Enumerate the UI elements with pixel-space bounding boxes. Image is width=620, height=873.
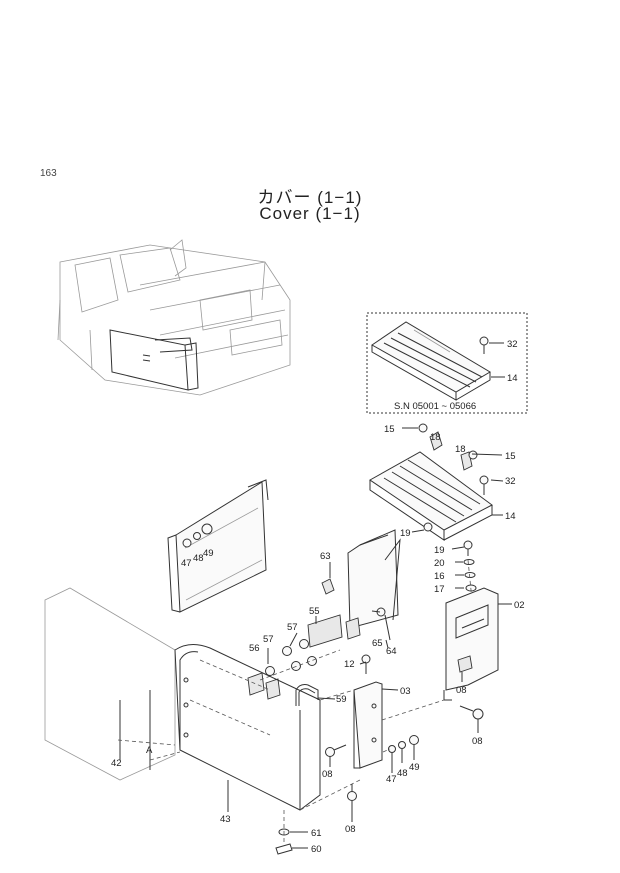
support-panel-03 <box>299 681 445 811</box>
callout-label: A <box>146 745 153 756</box>
callout-label: 57 <box>287 622 298 633</box>
callout-label: 63 <box>320 551 331 562</box>
inset-serial-label: S.N 05001 ~ 05066 <box>394 401 476 412</box>
callout-label: 08 <box>456 685 467 696</box>
callout-label: 08 <box>472 736 483 747</box>
callout-label: 18 <box>430 432 441 443</box>
callout-label: 14 <box>505 511 516 522</box>
callout-label: 14 <box>507 373 518 384</box>
callout-label: 49 <box>409 762 420 773</box>
leader-lines <box>119 427 512 849</box>
callout-label: 64 <box>386 646 397 657</box>
callout-label: 48 <box>397 768 408 779</box>
callout-label: 03 <box>400 686 411 697</box>
callout-label: 12 <box>344 659 355 670</box>
callout-label: 55 <box>309 606 320 617</box>
callout-label: 61 <box>311 828 322 839</box>
callout-label: 17 <box>434 584 445 595</box>
callout-label: 20 <box>434 558 445 569</box>
callout-label: 47 <box>181 558 192 569</box>
callout-label: 57 <box>263 634 274 645</box>
callout-label: 08 <box>345 824 356 835</box>
step-plate-assembly <box>369 423 493 601</box>
callout-label: 19 <box>400 528 411 539</box>
hinge-plate <box>321 529 401 641</box>
callout-label: 43 <box>220 814 231 825</box>
bracket-02 <box>443 587 499 720</box>
callout-label: 15 <box>384 424 395 435</box>
callout-label: 19 <box>434 545 445 556</box>
serial-inset-box: S.N 05001 ~ 05066 <box>366 312 528 414</box>
callout-label: 16 <box>434 571 445 582</box>
main-cover-panel <box>44 587 321 811</box>
title-english: Cover (1−1) <box>259 204 361 223</box>
page-number: 163 <box>40 168 57 179</box>
callout-label: 65 <box>372 638 383 649</box>
callout-label: 48 <box>193 553 204 564</box>
bottom-fasteners <box>275 810 293 855</box>
callout-labels: 32 14 15 18 18 15 32 14 19 19 20 16 17 0… <box>111 339 525 855</box>
callout-label: 18 <box>455 444 466 455</box>
callout-label: 08 <box>322 769 333 780</box>
callout-label: 02 <box>514 600 525 611</box>
handle <box>295 684 319 706</box>
callout-label: 56 <box>249 643 260 654</box>
left-side-panel <box>167 479 269 613</box>
fastener-cluster <box>247 614 371 700</box>
callout-label: 15 <box>505 451 516 462</box>
callout-label: 32 <box>507 339 518 350</box>
machine-overview-sketch <box>57 239 291 396</box>
callout-label: 59 <box>336 694 347 705</box>
callout-label: 47 <box>386 774 397 785</box>
callout-label: 49 <box>203 548 214 559</box>
callout-label: 60 <box>311 844 322 855</box>
callout-label: 42 <box>111 758 122 769</box>
title-japanese: カバー (1−1) <box>257 188 363 207</box>
callout-label: 32 <box>505 476 516 487</box>
